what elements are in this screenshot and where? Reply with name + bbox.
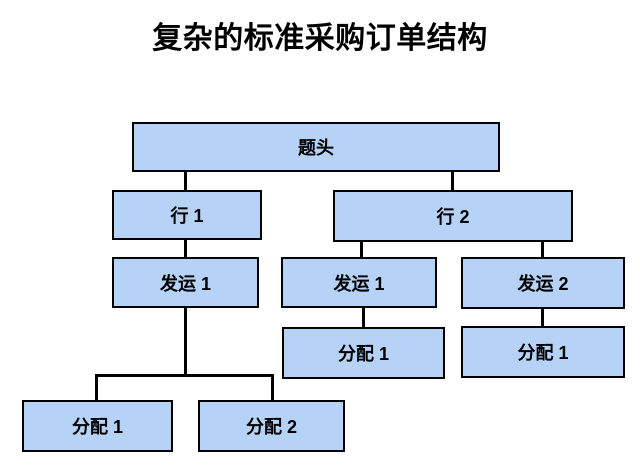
node-allocation-1-right: 分配 1 [461,326,625,378]
node-header: 题头 [132,122,500,172]
edge-header-line2 [451,172,454,190]
node-shipment-1-left: 发运 1 [112,257,259,308]
edge-shipment1-left-crossbar [95,374,274,377]
node-shipment-2: 发运 2 [461,257,625,309]
edge-header-line1 [184,172,187,190]
node-shipment-1-right: 发运 1 [281,257,437,308]
node-allocation-1-mid: 分配 1 [282,327,445,379]
edge-crossbar-allocation1-left [95,374,98,400]
edge-crossbar-allocation2-left [271,374,274,400]
edge-shipment1-left-stem [184,308,187,377]
diagram-title: 复杂的标准采购订单结构 [152,22,488,55]
edge-line1-shipment1-left [184,240,187,257]
node-allocation-1-left: 分配 1 [22,400,173,452]
edge-shipment2-allocation1-right [541,309,544,326]
edge-shipment1-right-allocation1-mid [362,308,365,327]
node-allocation-2-left: 分配 2 [198,400,345,452]
node-line-1: 行 1 [112,190,262,240]
edge-line2-shipment1-right [360,242,363,257]
edge-line2-shipment2 [541,242,544,257]
node-line-2: 行 2 [333,190,573,242]
